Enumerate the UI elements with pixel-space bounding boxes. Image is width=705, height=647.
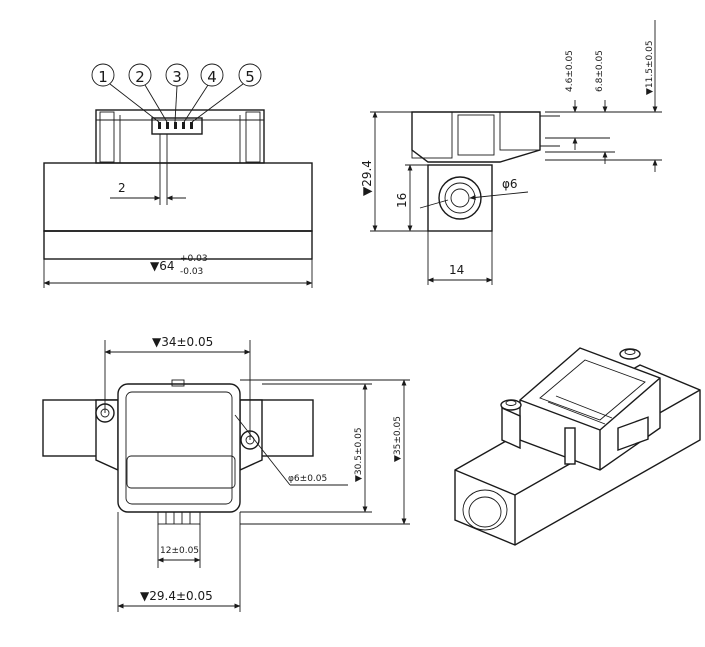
dim-height-30-5: ▼30.5±0.05 (354, 427, 364, 482)
pin-label-3: 3 (172, 68, 182, 86)
dim-width-14: 14 (449, 263, 464, 277)
dim-height-29-4: ▼29.4 (360, 160, 374, 196)
dim-4-6: 4.6±0.05 (565, 50, 575, 92)
dim-width-12: 12±0.05 (160, 546, 199, 556)
dim-tol-minus: -0.03 (180, 267, 203, 277)
dim-tol-plus: +0.03 (180, 254, 208, 264)
dim-width-34: ▼34±0.05 (152, 335, 213, 349)
sensor-housing (95, 109, 265, 164)
housing-top (117, 383, 241, 513)
pin-label-4: 4 (207, 68, 217, 86)
connector (151, 117, 203, 135)
dim-dia-6: φ6 (502, 177, 518, 191)
housing-side (411, 111, 541, 163)
tube-body (43, 162, 313, 232)
tube-end (427, 164, 493, 232)
dim-length-64: ▼64 (150, 259, 175, 273)
isometric-view (454, 347, 701, 546)
pin-label-2: 2 (135, 68, 145, 86)
dim-pin-pitch: 2 (118, 181, 126, 195)
pin-callouts: 1 2 3 4 5 (91, 63, 262, 123)
dim-6-8: 6.8±0.05 (595, 50, 605, 92)
dim-11-5: ▼11.5±0.05 (645, 40, 655, 95)
top-view: ▼34±0.05 ▼30.5±0.05 ▼35±0.05 φ6±0.05 12±… (42, 335, 410, 612)
front-view: 1 2 3 4 5 2 ▼64 +0.03 -0.03 (43, 63, 313, 288)
dim-height-16: 16 (395, 193, 409, 208)
dim-width-29-4: ▼29.4±0.05 (140, 589, 213, 603)
pin-label-5: 5 (245, 68, 255, 86)
dim-hole-6: φ6±0.05 (288, 474, 327, 484)
pin-label-1: 1 (98, 68, 108, 86)
side-view: 4.6±0.05 6.8±0.05 ▼11.5±0.05 ▼29.4 16 φ6… (360, 20, 662, 285)
dim-height-35: ▼35±0.05 (393, 416, 403, 462)
